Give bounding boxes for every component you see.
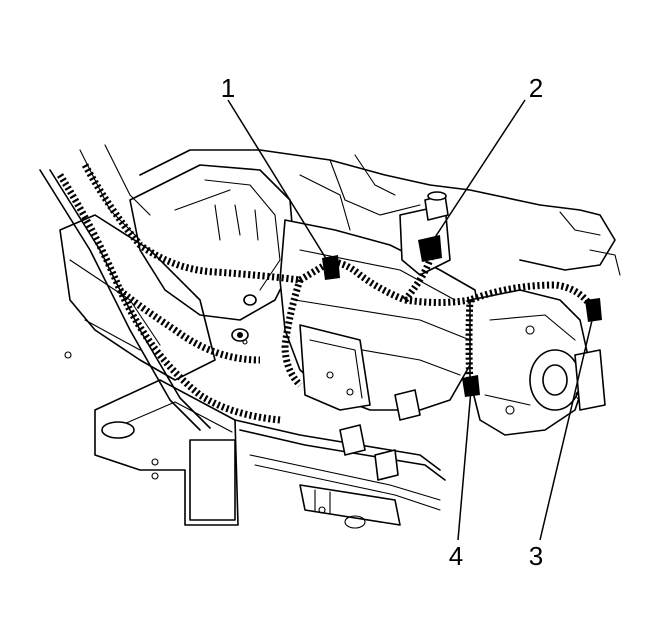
callout-leader-3 — [539, 311, 595, 541]
callout-leader-1 — [227, 99, 331, 266]
callout-leader-2 — [429, 99, 526, 246]
callout-leader-4 — [457, 389, 472, 541]
callout-label-4: 4 — [449, 541, 463, 571]
vehicle-underbody-drawing — [39, 144, 621, 529]
callouts: 1 2 3 4 — [221, 73, 595, 571]
callout-label-2: 2 — [529, 73, 543, 103]
callout-label-3: 3 — [529, 541, 543, 571]
wiring-harness — [57, 163, 596, 424]
callout-label-1: 1 — [221, 73, 235, 103]
